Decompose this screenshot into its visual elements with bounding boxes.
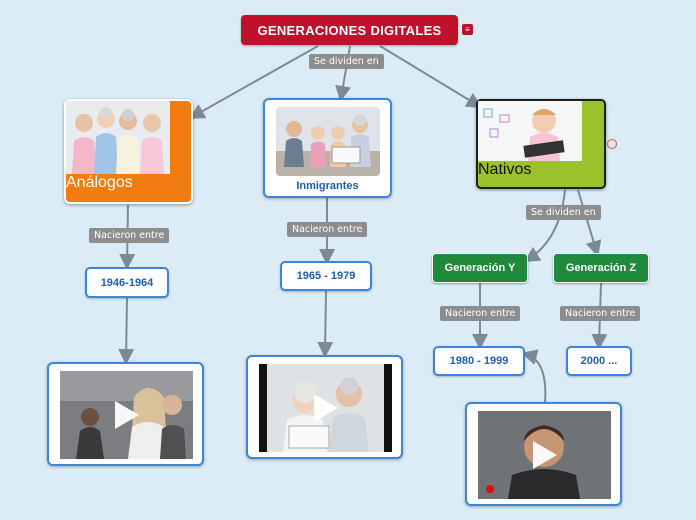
year-range-text: 1965 - 1979 (296, 270, 356, 282)
analogos-label: Análogos (66, 174, 133, 191)
root-title: GENERACIONES DIGITALES (257, 22, 442, 38)
inmigrantes-label: Inmigrantes (296, 180, 359, 192)
connector-label-inmigrantes: Nacieron entre (287, 222, 368, 237)
root-topic[interactable]: GENERACIONES DIGITALES (241, 15, 458, 45)
connector-label-gen-z: Nacieron entre (560, 306, 641, 321)
generacion-z-node[interactable]: Generación Z (553, 253, 649, 283)
connector-label-gen-y: Nacieron entre (440, 306, 521, 321)
year-range-text: 1946-1964 (100, 276, 154, 289)
elderly-group-photo (66, 101, 170, 174)
video-card-nativos[interactable] (465, 402, 622, 506)
generacion-z-label: Generación Z (565, 262, 637, 274)
year-range-analogos[interactable]: 1946-1964 (85, 267, 169, 298)
hyperlink-icon[interactable] (607, 139, 617, 149)
year-range-gen-y[interactable]: 1980 - 1999 (433, 346, 525, 376)
inmigrantes-node[interactable]: Inmigrantes (263, 98, 392, 198)
baby-tablet-photo (478, 101, 582, 161)
generacion-y-node[interactable]: Generación Y (432, 253, 528, 283)
connector-label-nativos: Se dividen en (526, 205, 601, 220)
connector-label-root: Se dividen en (309, 54, 384, 69)
video-card-analogos[interactable] (47, 362, 204, 466)
nativos-label: Nativos (478, 161, 532, 178)
analogos-node[interactable]: Análogos (64, 99, 193, 204)
play-icon[interactable] (314, 394, 338, 422)
year-range-text: 1980 - 1999 (449, 355, 509, 367)
year-range-gen-z[interactable]: 2000 ... (566, 346, 632, 376)
generacion-y-label: Generación Y (444, 262, 516, 274)
video-card-inmigrantes[interactable] (246, 355, 403, 459)
family-tablet-photo (276, 107, 380, 176)
play-icon[interactable] (533, 441, 557, 469)
year-range-text: 2000 ... (580, 355, 618, 367)
connector-label-analogos: Nacieron entre (89, 228, 170, 243)
play-icon[interactable] (115, 401, 139, 429)
note-icon[interactable]: ≡ (462, 24, 473, 35)
nativos-node[interactable]: Nativos (476, 99, 606, 189)
year-range-inmigrantes[interactable]: 1965 - 1979 (280, 261, 372, 291)
